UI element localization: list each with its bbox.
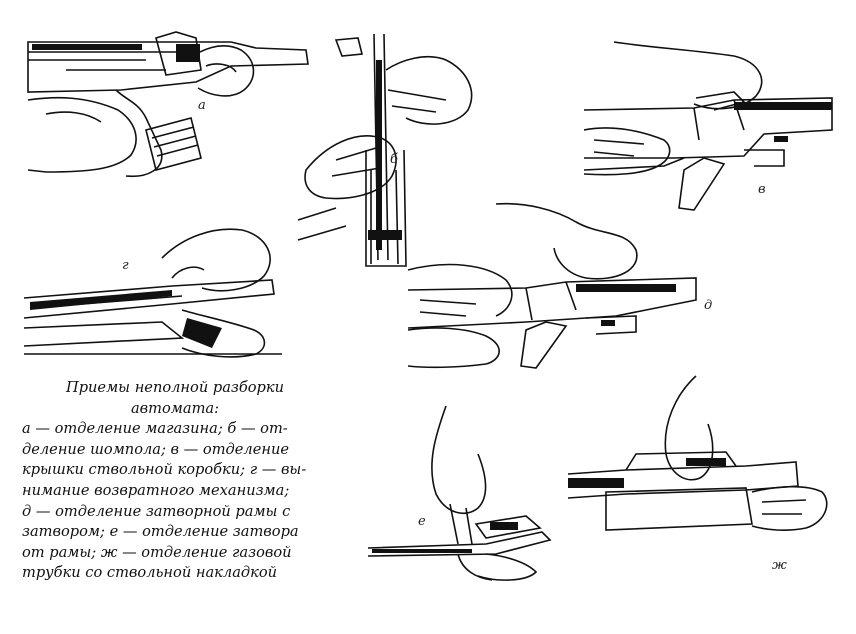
caption-line-4: нимание возвратного механизма;	[22, 481, 290, 499]
illustration-b-cleaning-rod	[296, 30, 486, 270]
panel-label-v: в	[758, 182, 766, 197]
panel-label-g: г	[122, 258, 129, 273]
caption-line-7: от рамы; ж — отделение газовой	[22, 543, 292, 561]
illustration-e-bolt-from-carrier	[366, 404, 562, 584]
drawing-d	[407, 202, 697, 369]
caption-line-3: крышки ствольной коробки; г — вы-	[22, 461, 307, 479]
drawing-g	[23, 228, 282, 358]
illustration-g-return-mechanism	[22, 218, 282, 364]
caption-title-line-1: Приемы неполной разборки	[65, 379, 285, 396]
illustration-d-bolt-carrier	[406, 200, 716, 370]
caption-line-6: затвором; е — отделение затвора	[22, 523, 299, 541]
panel-label-b: б	[390, 152, 398, 167]
drawing-e	[367, 405, 552, 581]
illustration-v-receiver-cover	[584, 40, 834, 218]
illustration-a-magazine-removal	[26, 30, 316, 180]
panel-label-zh: ж	[772, 558, 787, 573]
drawing-zh	[567, 375, 828, 531]
panel-label-e: е	[418, 514, 426, 529]
caption-title-line-2: автомата:	[130, 399, 220, 417]
figure-caption: Приемы неполной разборки автомата: а — о…	[22, 378, 328, 584]
caption-line-5: д — отделение затворной рамы с	[22, 502, 291, 520]
panel-label-d: д	[704, 298, 713, 313]
caption-line-8: трубки со ствольной накладкой	[22, 564, 278, 582]
panel-label-a: а	[198, 98, 206, 113]
caption-line-2: деление шомпола; в — отделение	[22, 440, 289, 458]
drawing-v	[584, 41, 833, 211]
caption-line-1: а — отделение магазина; б — от-	[22, 420, 288, 438]
drawing-b	[297, 33, 473, 267]
illustration-zh-gas-tube	[566, 374, 832, 586]
drawing-a	[27, 31, 309, 178]
